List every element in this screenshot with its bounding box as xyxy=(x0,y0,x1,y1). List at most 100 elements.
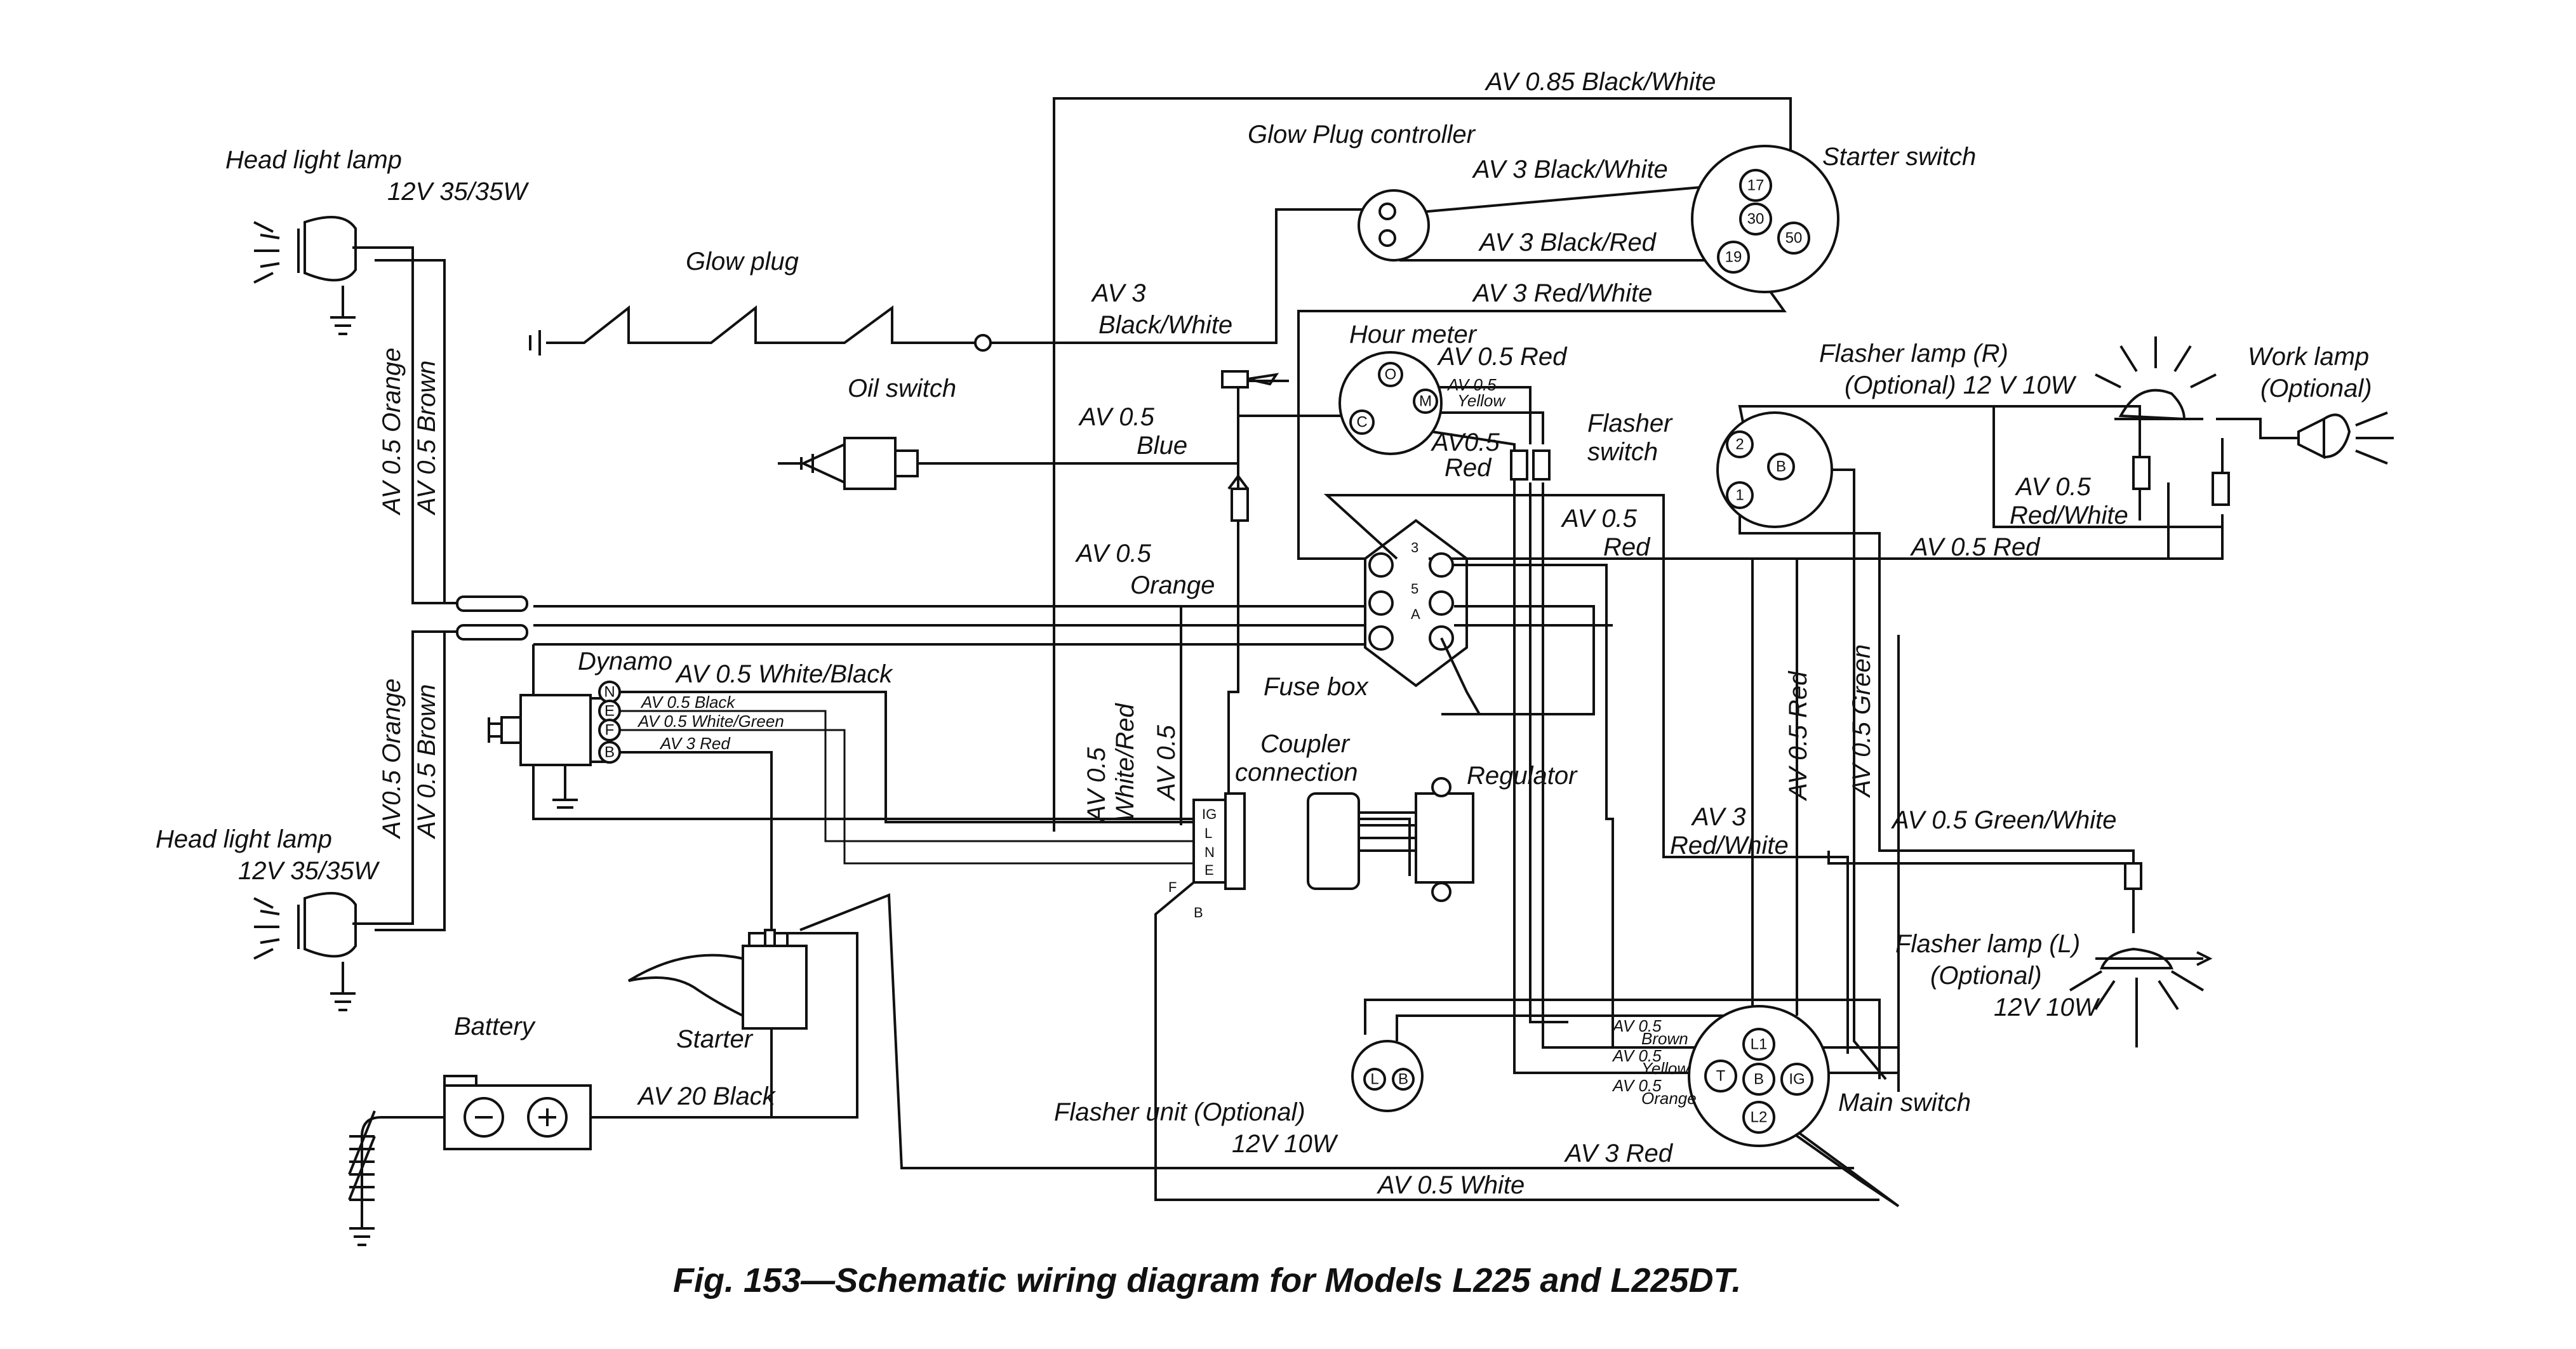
label-flasher-lamp-l-2: (Optional) xyxy=(1930,962,2042,990)
wire-05-yellow-hm-1: AV 0.5 xyxy=(1446,375,1497,394)
wire-05-white-black: AV 0.5 White/Black xyxy=(675,660,893,688)
fb-a: A xyxy=(1411,606,1420,622)
ms-l1: L1 xyxy=(1751,1036,1768,1053)
label-hour-meter: Hour meter xyxy=(1349,321,1478,349)
label-coupler-2: connection xyxy=(1235,759,1358,787)
flasher-unit: L B xyxy=(1351,1040,1424,1112)
label-oil-switch: Oil switch xyxy=(848,375,956,402)
fs-b: B xyxy=(1776,458,1786,475)
wire-3-red-white-top: AV 3 Red/White xyxy=(1472,279,1652,307)
hour-meter: O M C xyxy=(1338,351,1443,455)
dynamo: N E F B xyxy=(488,681,621,809)
wire-05-yellow-ms-2: Yellow xyxy=(1641,1059,1690,1078)
label-headlight-bottom-spec: 12V 35/35W xyxy=(238,857,380,885)
ms-ig: IG xyxy=(1789,1071,1805,1088)
wire-085-black-white: AV 0.85 Black/White xyxy=(1485,68,1716,96)
wire-05-red-hm2-2: Red xyxy=(1445,454,1492,482)
wire-3-bw-glow-1: AV 3 xyxy=(1091,279,1146,307)
wire-05-orange-vert: AV 0.5 Orange xyxy=(378,348,406,515)
wire-05-brown-vert: AV 0.5 Brown xyxy=(413,361,441,515)
label-regulator: Regulator xyxy=(1467,762,1578,790)
cp-b: B xyxy=(1194,905,1203,920)
wire-05-green-vert: AV 0.5 Green xyxy=(1848,644,1876,798)
wire-05-orange-vert2: AV0.5 Orange xyxy=(378,679,406,839)
wire-3-rw-mid-1: AV 3 xyxy=(1691,803,1746,831)
fb-5: 5 xyxy=(1411,581,1418,597)
label-dynamo: Dynamo xyxy=(578,648,672,675)
wire-05-red-rw-2: Red/White xyxy=(2010,502,2128,529)
fs-2: 2 xyxy=(1735,436,1744,453)
wire-3-red-dyn: AV 3 Red xyxy=(659,734,731,753)
label-flasher-lamp-l-3: 12V 10W xyxy=(1994,993,2100,1021)
wire-05-red-rw-1: AV 0.5 xyxy=(2015,473,2092,501)
cp-n: N xyxy=(1205,844,1215,860)
wire-05-yellow-hm-2: Yellow xyxy=(1457,391,1506,410)
wire-05-red-hm: AV 0.5 Red xyxy=(1437,343,1568,371)
wire-05-brown-ms-2: Brown xyxy=(1641,1029,1688,1048)
starter xyxy=(627,929,808,1030)
wire-05-orange-1: AV 0.5 xyxy=(1075,540,1152,568)
label-flasher-lamp-r-1: Flasher lamp (R) xyxy=(1819,340,2008,368)
battery xyxy=(348,1075,592,1246)
label-coupler-1: Coupler xyxy=(1260,730,1351,758)
ss-50: 50 xyxy=(1785,230,1803,247)
dy-n: N xyxy=(604,684,615,701)
wire-labels: AV 0.85 Black/White AV 3 Black/White AV … xyxy=(378,68,2128,1199)
component-labels: Head light lamp 12V 35/35W Head light la… xyxy=(156,121,2372,1158)
wire-05-white-green: AV 0.5 White/Green xyxy=(637,712,784,731)
flasher-switch: 2 B 1 xyxy=(1716,411,1833,528)
wire-3-black-white-top: AV 3 Black/White xyxy=(1472,156,1668,183)
headlight-top xyxy=(253,216,357,335)
hm-c: C xyxy=(1356,414,1367,431)
wire-05-red-hm2-1: AV0.5 xyxy=(1431,429,1500,456)
label-headlight-top-spec: 12V 35/35W xyxy=(387,178,529,206)
wire-05-red-fuse-1: AV 0.5 xyxy=(1561,505,1638,533)
glow-plug-controller xyxy=(1358,189,1430,262)
label-headlight-top: Head light lamp xyxy=(225,146,402,174)
fu-b: B xyxy=(1398,1071,1408,1088)
cp-ig: IG xyxy=(1202,806,1217,822)
label-work-lamp-1: Work lamp xyxy=(2248,343,2369,371)
wire-05-wr-1: AV 0.5 xyxy=(1083,747,1111,823)
label-fuse-box: Fuse box xyxy=(1264,673,1370,701)
oil-switch xyxy=(778,437,956,490)
hm-o: O xyxy=(1385,366,1397,383)
label-battery: Battery xyxy=(454,1013,537,1040)
wire-05-brown-ms-1: AV 0.5 xyxy=(1612,1016,1662,1035)
wire-20-black: AV 20 Black xyxy=(637,1082,777,1110)
wire-05-red-flasher: AV 0.5 Red xyxy=(1910,533,2041,561)
cp-l: L xyxy=(1205,825,1212,841)
starter-switch: 17 30 19 50 xyxy=(1691,145,1839,293)
wire-3-red-bottom: AV 3 Red xyxy=(1564,1140,1674,1167)
label-flasher-switch-2: switch xyxy=(1587,438,1658,466)
label-starter: Starter xyxy=(676,1025,754,1053)
wire-05-orange-ms-1: AV 0.5 xyxy=(1612,1076,1662,1095)
wire-05-orange-2: Orange xyxy=(1130,571,1215,599)
regulator xyxy=(1359,777,1474,902)
ms-b: B xyxy=(1754,1071,1764,1088)
wire-05-black: AV 0.5 Black xyxy=(640,693,736,712)
ss-30: 30 xyxy=(1747,211,1765,228)
fu-l: L xyxy=(1370,1071,1378,1088)
fs-1: 1 xyxy=(1735,487,1744,504)
dy-e: E xyxy=(604,703,615,720)
dy-b: B xyxy=(604,744,615,761)
label-glow-plug: Glow plug xyxy=(686,248,799,276)
inline-connectors xyxy=(1221,370,2230,890)
label-flasher-unit-1: Flasher unit (Optional) xyxy=(1054,1098,1305,1126)
wire-05-red-vert: AV 0.5 Red xyxy=(1784,670,1812,801)
fb-3: 3 xyxy=(1411,540,1418,555)
cp-f: F xyxy=(1168,879,1177,895)
headlight-bottom xyxy=(253,892,357,1011)
glow-plug-ground xyxy=(529,330,541,356)
label-flasher-lamp-l-1: Flasher lamp (L) xyxy=(1895,930,2080,958)
wire-05-orange-ms-2: Orange xyxy=(1641,1089,1697,1108)
wire-05-coupler: AV 0.5 xyxy=(1152,724,1180,801)
ms-t: T xyxy=(1716,1068,1726,1085)
wire-05-yellow-ms-1: AV 0.5 xyxy=(1612,1046,1662,1065)
wire-05-red-fuse-2: Red xyxy=(1603,533,1651,561)
main-switch: L1 T B IG L2 xyxy=(1688,1005,1830,1147)
label-headlight-bottom: Head light lamp xyxy=(156,825,332,853)
label-flasher-switch-1: Flasher xyxy=(1587,409,1673,437)
